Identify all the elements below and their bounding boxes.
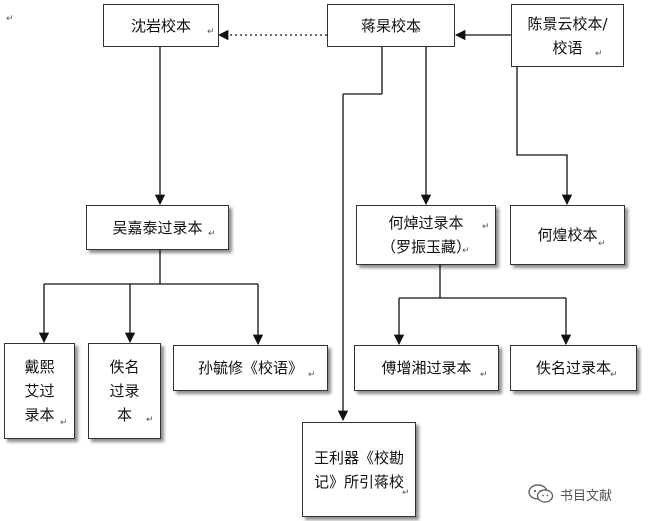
node-jianggao: 蒋杲校本 bbox=[327, 4, 455, 47]
node-sunyuxiu: 孙毓修《校语》 bbox=[173, 345, 328, 391]
node-wujiatai: 吴嘉泰过录本 bbox=[86, 205, 229, 250]
node-yiming1-label: 佚名 过录 本 bbox=[109, 358, 140, 424]
paragraph-mark: ↵ bbox=[207, 27, 215, 37]
paragraph-mark: ↵ bbox=[598, 239, 606, 249]
node-hezhuo: 何焯过录本 （罗振玉藏） bbox=[356, 205, 496, 265]
node-wujiatai-label: 吴嘉泰过录本 bbox=[112, 218, 203, 237]
node-daixiai-label: 戴熙 艾过 录本 bbox=[24, 358, 55, 424]
paragraph-mark: ↵ bbox=[480, 370, 488, 380]
wechat-icon bbox=[528, 484, 554, 504]
edge-chenjingyun-hehuang bbox=[516, 67, 573, 206]
node-hehuang: 何煌校本 bbox=[510, 205, 625, 265]
node-fuzengxiang-label: 傅增湘过录本 bbox=[381, 359, 472, 377]
paragraph-mark: ↵ bbox=[6, 14, 14, 24]
node-sunyuxiu-label: 孙毓修《校语》 bbox=[197, 359, 303, 377]
node-wangliqi-label: 王利器《校勘 记》所引蒋校 bbox=[313, 448, 404, 491]
node-hehuang-label: 何煌校本 bbox=[537, 226, 598, 244]
paragraph-mark: ↵ bbox=[482, 222, 490, 232]
node-yiming2-label: 佚名过录本 bbox=[535, 359, 611, 377]
paragraph-mark: ↵ bbox=[146, 415, 154, 425]
paragraph-mark: ↵ bbox=[462, 246, 470, 256]
watermark: 书目文献 bbox=[528, 484, 612, 504]
paragraph-mark: ↵ bbox=[610, 370, 618, 380]
node-shenyan: 沈岩校本 bbox=[103, 4, 219, 47]
paragraph-mark: ↵ bbox=[414, 27, 422, 37]
node-wangliqi: 王利器《校勘 记》所引蒋校 bbox=[302, 422, 416, 517]
paragraph-mark: ↵ bbox=[402, 488, 410, 498]
node-jianggao-label: 蒋杲校本 bbox=[360, 16, 421, 35]
paragraph-mark: ↵ bbox=[208, 229, 216, 239]
node-daixiai: 戴熙 艾过 录本 bbox=[4, 343, 75, 439]
watermark-text: 书目文献 bbox=[560, 488, 613, 504]
node-yiming2: 佚名过录本 bbox=[510, 345, 637, 391]
node-chenjingyun: 陈景云校本/ 校语 bbox=[511, 4, 624, 67]
paragraph-mark: ↵ bbox=[595, 49, 603, 59]
paragraph-mark: ↵ bbox=[308, 370, 316, 380]
node-yiming1: 佚名 过录 本 bbox=[88, 343, 161, 439]
node-chenjingyun-label: 陈景云校本/ 校语 bbox=[527, 14, 608, 57]
node-fuzengxiang: 傅增湘过录本 bbox=[354, 345, 499, 391]
node-shenyan-label: 沈岩校本 bbox=[130, 16, 191, 35]
paragraph-mark: ↵ bbox=[60, 418, 68, 428]
node-hezhuo-label: 何焯过录本 （罗振玉藏） bbox=[380, 214, 471, 256]
